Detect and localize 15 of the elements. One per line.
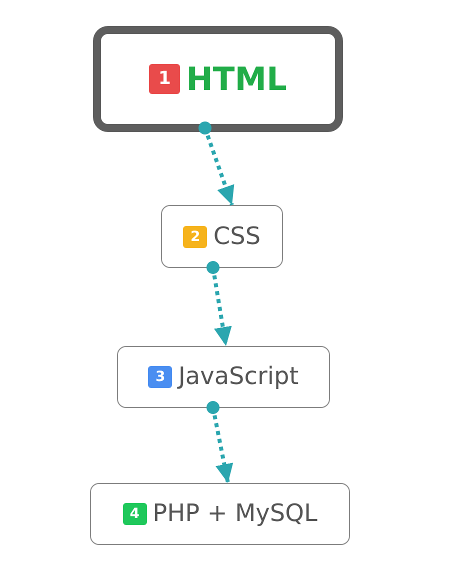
step-title: HTML (186, 60, 287, 98)
step-number: 2 (183, 226, 208, 248)
dotted-arrow (206, 261, 232, 346)
step-number: 3 (148, 366, 172, 388)
dotted-arrow (206, 401, 234, 484)
step-box (161, 205, 283, 268)
step-box (90, 483, 350, 545)
step-title: CSS (213, 222, 261, 250)
step-box (93, 26, 343, 132)
step-number: 1 (149, 64, 180, 94)
step-title: JavaScript (178, 363, 299, 391)
step-number: 4 (122, 503, 147, 525)
dotted-arrow (198, 122, 234, 206)
step-title: PHP + MySQL (152, 500, 318, 528)
step-box (117, 346, 330, 408)
